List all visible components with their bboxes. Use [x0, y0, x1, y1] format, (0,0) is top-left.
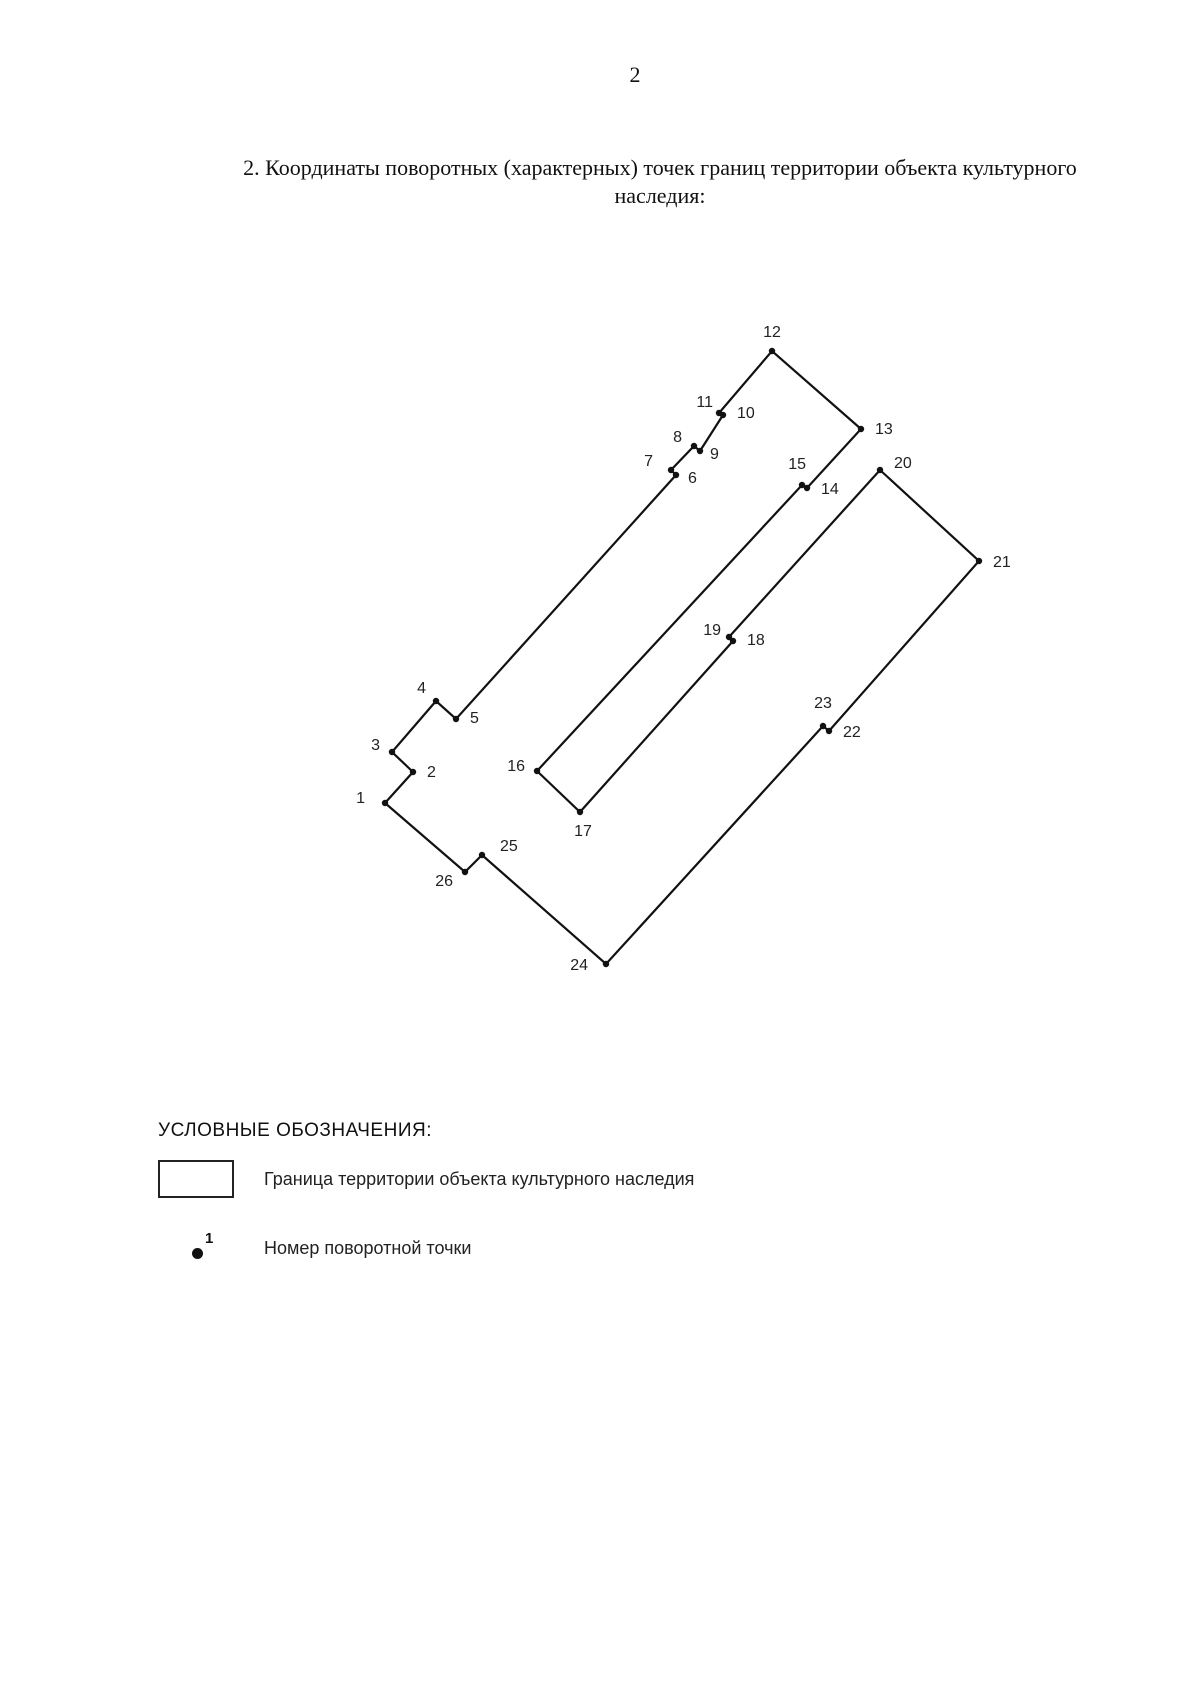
turning-point-label: 23 [814, 695, 832, 712]
turning-point-marker [672, 471, 680, 479]
turning-point-label: 8 [673, 429, 682, 446]
turning-point-label: 5 [470, 710, 479, 727]
turning-point-label: 3 [371, 737, 380, 754]
turning-point-marker [388, 748, 396, 756]
turning-point-marker [715, 409, 723, 417]
territory-boundary-line [383, 349, 981, 966]
turning-point-marker [876, 466, 884, 474]
turning-point-marker [803, 484, 811, 492]
turning-point-label: 18 [747, 632, 765, 649]
turning-point-marker [768, 347, 776, 355]
turning-points-layer: 1234567891011121314151617181920212223242… [356, 324, 1011, 974]
turning-point-label: 1 [356, 790, 365, 807]
turning-point-label: 26 [435, 873, 453, 890]
turning-point-marker [798, 481, 806, 489]
legend-item-point-label: Номер поворотной точки [264, 1237, 472, 1258]
turning-point-marker [409, 768, 417, 776]
turning-point-marker [478, 851, 486, 859]
legend-title: УСЛОВНЫЕ ОБОЗНАЧЕНИЯ: [158, 1120, 432, 1141]
turning-point-label: 15 [788, 456, 806, 473]
point-swatch: 1 [158, 1228, 234, 1268]
turning-point-marker [975, 557, 983, 565]
turning-point-label: 13 [875, 421, 893, 438]
turning-point-label: 12 [763, 324, 781, 341]
turning-point-label: 17 [574, 823, 592, 840]
turning-point-marker [533, 767, 541, 775]
turning-point-marker [825, 727, 833, 735]
turning-point-label: 6 [688, 470, 697, 487]
turning-point-marker [602, 960, 610, 968]
legend-item-boundary-label: Граница территории объекта культурного н… [264, 1168, 695, 1189]
legend-item-point: 1 Номер поворотной точки [158, 1228, 471, 1268]
turning-point-marker [432, 697, 440, 705]
turning-point-marker [725, 633, 733, 641]
turning-point-label: 16 [507, 758, 525, 775]
turning-point-marker [461, 868, 469, 876]
turning-point-label: 22 [843, 724, 861, 741]
turning-point-marker [729, 637, 737, 645]
page-heading: 2. Координаты поворотных (характерных) т… [243, 155, 1077, 208]
turning-point-label: 19 [703, 622, 721, 639]
boundary-swatch [158, 1160, 234, 1198]
page-number: 2 [629, 62, 641, 87]
turning-point-marker [690, 442, 698, 450]
turning-point-marker [381, 799, 389, 807]
turning-point-label: 4 [417, 680, 426, 697]
turning-point-marker [696, 447, 704, 455]
turning-point-marker [857, 425, 865, 433]
turning-point-marker [452, 715, 460, 723]
turning-point-label: 24 [570, 957, 588, 974]
turning-point-marker [819, 722, 827, 730]
turning-point-label: 14 [821, 481, 839, 498]
turning-point-label: 9 [710, 446, 719, 463]
turning-point-label: 10 [737, 405, 755, 422]
turning-point-marker [667, 466, 675, 474]
point-dot-icon [192, 1248, 203, 1259]
turning-point-label: 21 [993, 554, 1011, 571]
turning-point-marker [576, 808, 584, 816]
turning-point-label: 2 [427, 764, 436, 781]
turning-point-label: 20 [894, 455, 912, 472]
turning-point-label: 25 [500, 838, 518, 855]
legend-item-boundary: Граница территории объекта культурного н… [158, 1160, 694, 1198]
turning-point-label: 7 [644, 453, 653, 470]
turning-point-label: 11 [696, 394, 713, 411]
point-sample-number: 1 [205, 1230, 214, 1247]
